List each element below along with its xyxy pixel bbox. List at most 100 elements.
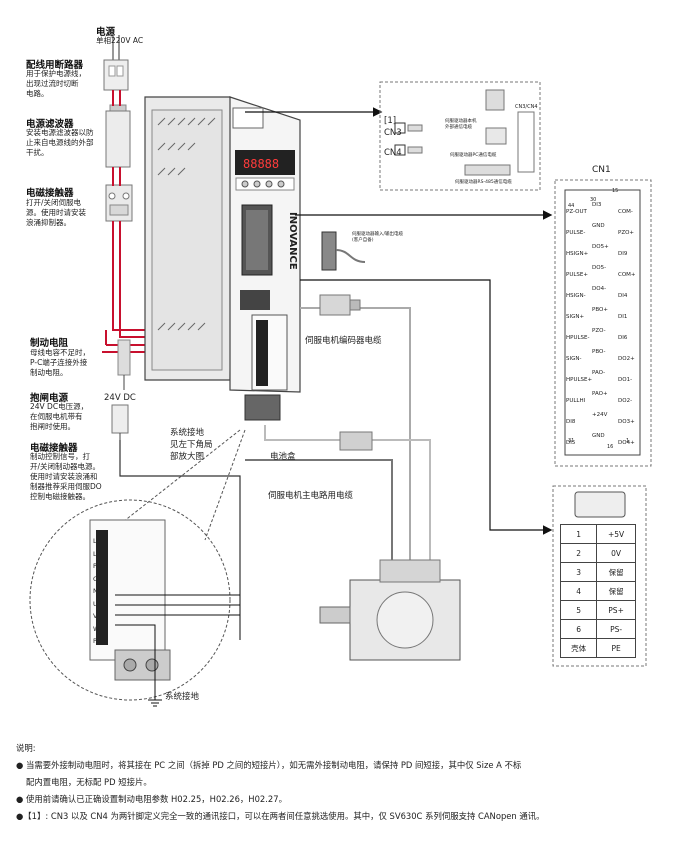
cn1-pin-left: HPULSE- [566,335,590,341]
comm-devices [394,89,535,176]
cn1-pin-left: SIGN- [566,356,582,362]
cn1-pin-left: SIGN+ [566,314,585,320]
cn1-pin-left: DI5 [566,440,576,446]
cn1-title: CN1 [592,165,611,175]
filter-title: 电源滤波器 [26,119,74,130]
cn1-pin-middle: PBO- [592,349,606,355]
cn1-pin-number: 1 [626,438,630,444]
cn1-pin-right: DI1 [618,314,628,320]
cn1-pin-left: PULSE- [566,230,586,236]
cn5-cell: 4 [559,581,598,601]
brake-resistor-title: 制动电阻 [30,338,69,349]
cn5-cell: +5V [596,524,636,544]
battery-label: 电池盒 [270,452,296,462]
notes-item: ● 使用前请确认已正确设置制动电阻参数 H02.25，H02.26，H02.27… [16,794,287,804]
cn1-pin-number: 16 [607,444,614,450]
cn1-pin-right: DO2+ [618,356,635,362]
cn1-pin-right: COM- [618,209,633,215]
drive-display-text: 88888 [243,157,279,171]
notes: 说明: ● 当需要外接制动电阻时，将其接在 PC 之间（拆掉 PD 之间的短接片… [16,740,666,825]
zoom-detail [29,429,246,701]
cn1-pin-left: PZ-OUT [566,209,587,215]
terminal-label: U [93,599,98,608]
terminal-label: L1 [93,537,101,545]
cn1-pin-middle: DO5- [592,265,607,271]
terminal-label: PE [93,637,102,645]
contactor-title: 电磁接触器 [26,188,74,199]
cn1-pin-middle: GND [592,433,605,439]
cn1-pin-number: 15 [612,188,619,194]
zoom-wires [115,594,240,700]
cn1-pin-middle: GND [592,223,605,229]
terminal-label: N⊝ [93,587,104,595]
comm-box [379,81,541,191]
comm-cn4: CN4 [384,148,402,158]
cn1-pin-right: COM+ [618,272,636,278]
system-ground-label: 系统接地 [165,692,200,702]
drive-brand: INOVANCE [287,212,298,270]
cn1-pin-middle: PZO- [592,328,606,334]
cn1-pin-left: PULSE+ [566,272,588,278]
cn1-pin-middle: DO4- [592,286,607,292]
cn5-cell: 0V [596,543,636,563]
cn1-pin-right: DO4+ [618,440,635,446]
cn1-pin-right: DO2- [618,398,633,404]
comm-title: CN3/CN4 [515,104,538,110]
brake-power-title: 抱闸电源 [30,393,69,404]
notes-item: 配内置电阻，无标配 PD 短接片。 [26,777,152,787]
cn5-cell: 3 [559,562,598,582]
breaker-device [103,59,129,91]
notes-item: ● 当需要外接制动电阻时，将其接在 PC 之间（拆掉 PD 之间的短接片），如无… [16,760,522,770]
comm-note: [1] [384,116,397,126]
cn1-pin-left: HSIGN- [566,293,586,299]
cn1-pin-middle: PBO+ [592,307,608,313]
main-cable-label: 伺服电机主电路用电缆 [268,491,354,501]
brake-contactor-title: 电磁接触器 [30,443,78,454]
dc24-label: 24V DC [104,393,136,403]
servo-drive [144,96,301,421]
cn1-pin-middle: PAO+ [592,391,608,397]
arrows [245,107,553,535]
comm-line2: 外部通信电缆 [445,125,472,130]
cn5-cell: PS+ [596,600,636,620]
notes-item: ●【1】: CN3 以及 CN4 为两针脚定义完全一致的通讯接口，可以在两者间任… [16,811,545,821]
cn1-pin-right: PZO+ [618,230,635,236]
cn5-box [552,485,647,667]
encoder-cable-label: 伺服电机编码器电缆 [305,336,382,346]
cn1-pin-middle: DI3 [592,202,602,208]
cn1-box [554,179,652,467]
terminal-label: P⊕ [93,562,103,570]
comm-line1: 伺服驱动器本机 [445,119,477,124]
cn5-cell: 5 [559,600,598,620]
cn5-cell: 1 [559,524,598,544]
cn1-pin-right: DI6 [618,335,628,341]
io-cable-device [321,231,366,271]
encoder-connector [319,294,373,451]
cn5-cell: 2 [559,543,598,563]
terminal-label: W [93,624,100,633]
comm-cn3: CN3 [384,128,402,138]
cn5-cell: 保留 [596,562,636,582]
filter-desc: 安装电源滤波器以防止来自电源线的外部干扰。 [26,128,94,157]
comm-line4: 伺服驱动器RS-485通信电缆 [455,180,512,185]
cn1-pin-right: DI4 [618,293,628,299]
ground-note: 系统接地见左下角局部放大图 [170,428,213,462]
cn1-pin-middle: PAO- [592,370,606,376]
power-wires [112,35,120,60]
cn1-pin-left: HPULSE+ [566,377,593,383]
power-title: 电源 [96,27,116,38]
servo-motor [319,559,461,661]
dc-power-device [111,404,129,448]
filter-device [105,104,131,168]
io-device-label: 伺服驱动器输入/输出电缆(客户自备) [352,232,404,243]
terminal-label: L2 [93,549,101,558]
